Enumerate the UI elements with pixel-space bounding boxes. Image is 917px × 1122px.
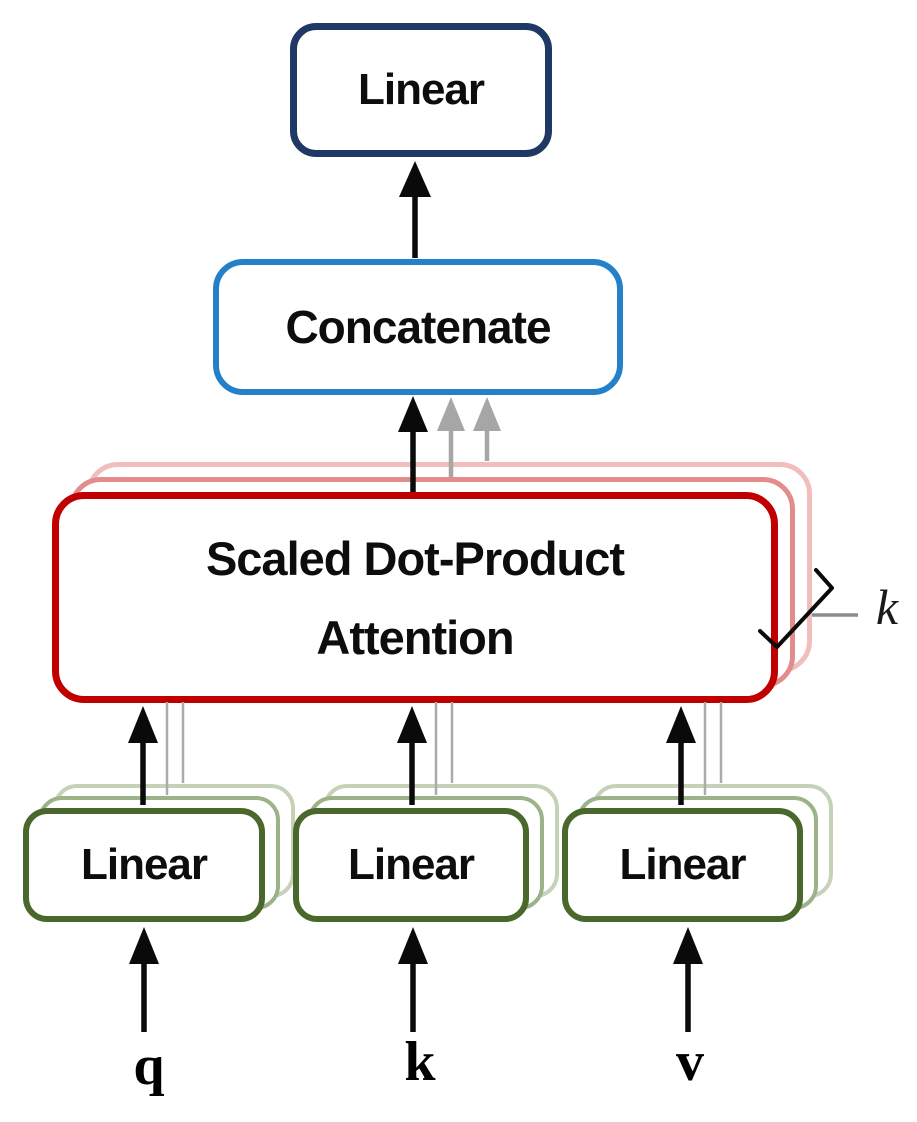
concatenate-box: Concatenate: [213, 259, 623, 395]
arrow-concat-to-linear: [399, 161, 431, 258]
input-v-label: v: [676, 1031, 704, 1093]
arrow-attention-copy2-to-concat: [473, 397, 501, 461]
arrow-input-k: [398, 927, 428, 1032]
input-q-label: q: [133, 1035, 165, 1097]
linear-q-label: Linear: [80, 840, 208, 889]
linear-k-label: Linear: [347, 840, 475, 889]
linear-v-label: Linear: [619, 840, 746, 889]
stack-count-label: k: [875, 579, 899, 635]
linear-q-box: Linear: [23, 808, 265, 922]
linear-k-box: Linear: [293, 808, 529, 922]
linear-v-box: Linear: [562, 808, 803, 922]
output-linear-box: Linear: [290, 23, 552, 157]
scaled-dot-product-attention-box: Scaled Dot-Product Attention: [52, 492, 778, 703]
input-k-label: k: [404, 1031, 436, 1093]
arrow-input-v: [673, 927, 703, 1032]
concatenate-label: Concatenate: [285, 301, 551, 353]
attention-label-line1: Scaled Dot-Product: [205, 531, 625, 585]
attention-label-line2: Attention: [316, 610, 514, 664]
output-linear-label: Linear: [357, 65, 485, 114]
arrow-input-q: [129, 927, 159, 1032]
